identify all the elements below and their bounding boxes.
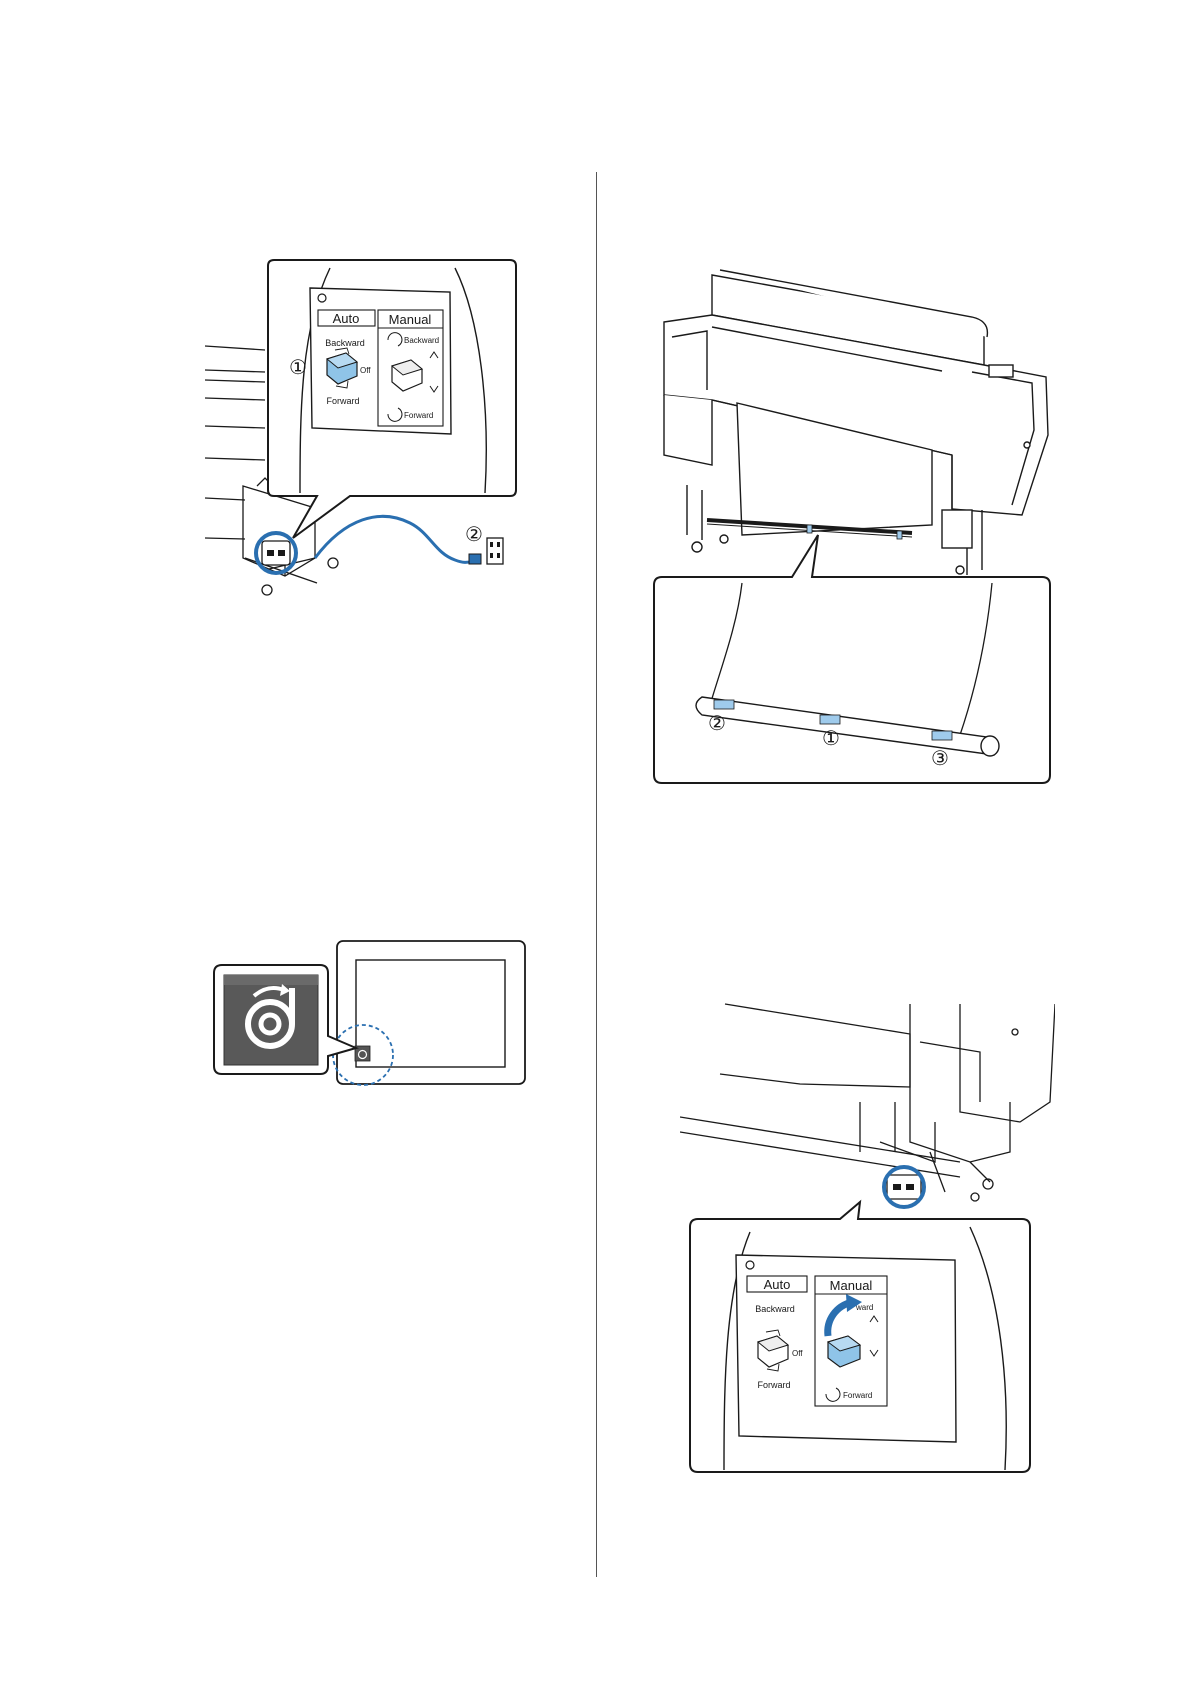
manual-forward-label: Forward <box>843 1391 872 1400</box>
printer-body-illustration <box>680 1004 1055 1201</box>
manual-label: Manual <box>830 1278 873 1293</box>
auto-label: Auto <box>764 1277 791 1292</box>
manual-label: Manual <box>389 312 432 327</box>
auto-forward-label: Forward <box>326 396 359 406</box>
figure-take-up-icon-display <box>208 938 528 1088</box>
auto-forward-label: Forward <box>757 1380 790 1390</box>
power-plug <box>469 554 481 564</box>
callout-1: ① <box>822 726 840 750</box>
manual-forward-label: Forward <box>404 411 433 420</box>
tape-3 <box>932 731 952 740</box>
switch-box <box>887 1175 921 1199</box>
manual-backward-label: Backward <box>404 336 439 345</box>
figure-switch-and-power-cable: ② Auto Backward ① Off Forward Manual Bac… <box>205 258 530 603</box>
callout-3: ③ <box>931 746 949 770</box>
switch-box <box>262 541 290 565</box>
figure-tape-paper-to-core: ② ① ③ <box>642 265 1052 785</box>
figure-manual-switch-backward: Auto Backward Off Forward Manual ward Fo… <box>680 1002 1055 1474</box>
auto-label: Auto <box>333 311 360 326</box>
tape-1 <box>820 715 840 724</box>
auto-backward-label: Backward <box>325 338 365 348</box>
switch-panel: Auto Backward Off Forward Manual ward Fo… <box>736 1255 956 1442</box>
switch-panel: Auto Backward ① Off Forward Manual Backw… <box>289 288 451 434</box>
power-cable <box>315 516 473 562</box>
callout-2: ② <box>465 522 483 546</box>
tape-2 <box>714 700 734 709</box>
auto-off-label: Off <box>360 366 371 375</box>
auto-backward-label: Backward <box>755 1304 795 1314</box>
printer-illustration <box>664 270 1048 588</box>
panel-screen <box>356 960 505 1067</box>
callout-1: ① <box>289 355 307 379</box>
auto-off-label: Off <box>792 1349 803 1358</box>
wall-outlet <box>487 538 503 564</box>
column-divider <box>596 172 597 1577</box>
callout-2: ② <box>708 711 726 735</box>
